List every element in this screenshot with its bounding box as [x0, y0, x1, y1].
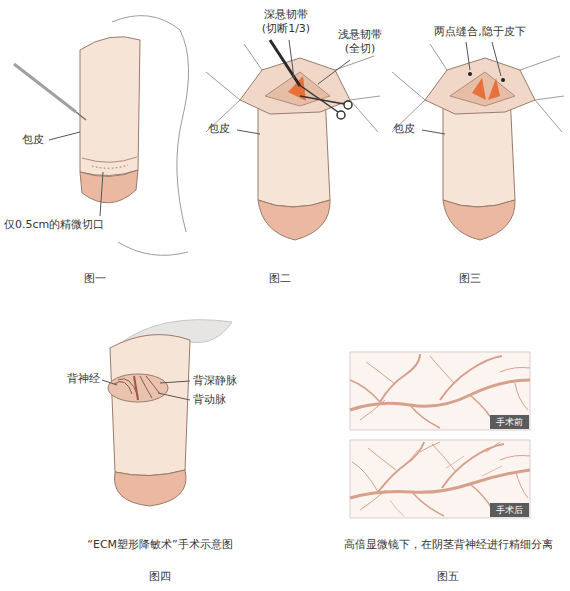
badge-text: 手术前 [496, 417, 523, 427]
stage-badge: 手术后 [490, 503, 529, 517]
part-label: 包皮 [393, 122, 415, 136]
figure-caption: 高倍显微镜下，在阴茎背神经进行精细分离 [344, 538, 553, 552]
part-label: 包皮 [22, 133, 44, 147]
badge-text: 手术后 [496, 505, 523, 515]
part-label: 包皮 [208, 122, 230, 136]
part-label: 深悬韧带 (切断1/3) [254, 8, 318, 36]
figure-number: 图五 [437, 570, 459, 584]
figure-number: 图四 [149, 570, 171, 584]
figure-two-drawing [206, 40, 380, 240]
part-label: 背深静脉 [193, 374, 237, 388]
figure-five-drawing [350, 352, 530, 518]
part-label: 仅0.5cm的精微切口 [4, 218, 104, 232]
figure-number: 图一 [84, 272, 106, 286]
stage-badge: 手术前 [490, 415, 529, 429]
part-label: 两点缝合,隐于皮下 [434, 25, 526, 39]
part-label: 背动脉 [193, 393, 226, 407]
figure-number: 图二 [269, 272, 291, 286]
part-label: 浅悬韧带 (全切) [330, 28, 390, 56]
figure-three-drawing [392, 42, 564, 240]
part-label: 背神经 [67, 372, 100, 386]
figure-four-drawing [102, 320, 232, 506]
figure-number: 图三 [459, 272, 481, 286]
figure-caption: “ECM塑形降敏术”手术示意图 [87, 538, 233, 552]
